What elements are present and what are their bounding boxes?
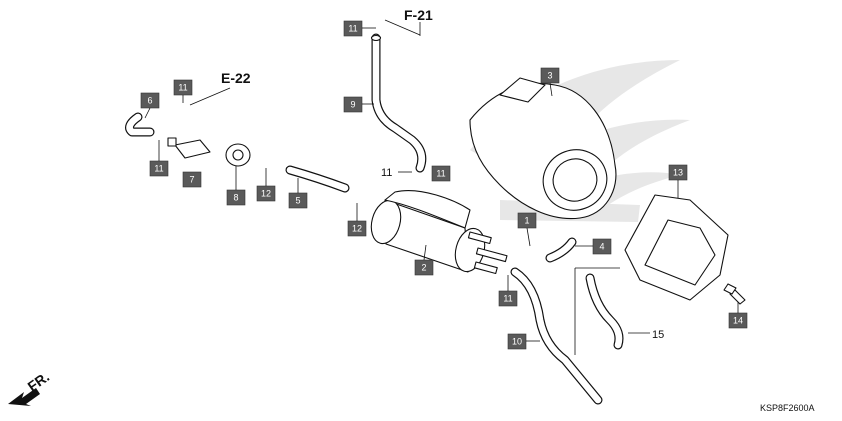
svg-text:7: 7 — [189, 175, 194, 185]
f21-leader — [384, 19, 421, 36]
svg-text:13: 13 — [673, 168, 683, 178]
callout-8: 8 — [226, 166, 246, 206]
svg-text:2: 2 — [421, 263, 426, 273]
svg-text:5: 5 — [295, 196, 300, 206]
callout-5: 5 — [288, 178, 308, 209]
svg-text:8: 8 — [233, 193, 238, 203]
hose-15 — [574, 267, 650, 355]
svg-text:1: 1 — [524, 216, 529, 226]
label-11-plain: 11 — [381, 167, 392, 179]
direction-label: FR. — [25, 368, 53, 394]
svg-text:3: 3 — [547, 71, 552, 81]
callout-10: 10 — [507, 333, 540, 350]
callout-11-top: 11 — [343, 20, 376, 37]
svg-text:14: 14 — [733, 316, 743, 326]
svg-text:11: 11 — [436, 169, 445, 179]
hose-4 — [545, 237, 577, 263]
front-direction-indicator: FR. — [8, 368, 52, 406]
grommet-8 — [225, 143, 251, 167]
hose-10 — [510, 267, 603, 405]
callout-11-lower: 11 — [498, 275, 518, 307]
callout-12-mid: 12 — [347, 203, 367, 237]
callout-6: 6 — [140, 92, 160, 119]
svg-text:6: 6 — [147, 96, 152, 106]
reference-f21: F-21 — [404, 7, 433, 23]
hose-9 — [370, 33, 427, 173]
svg-text:11: 11 — [154, 164, 163, 174]
svg-text:10: 10 — [512, 337, 522, 347]
housing-3 — [469, 77, 617, 220]
svg-text:4: 4 — [599, 242, 604, 252]
bolt-14 — [723, 283, 746, 305]
filter-7 — [167, 137, 211, 159]
callout-13: 13 — [668, 164, 688, 198]
reference-e22: E-22 — [221, 70, 251, 86]
canister — [370, 190, 508, 275]
svg-text:12: 12 — [261, 189, 271, 199]
callout-12-left: 12 — [256, 168, 276, 202]
callout-4: 4 — [575, 238, 612, 255]
callout-3: 3 — [540, 67, 560, 97]
callout-14: 14 — [728, 302, 748, 329]
callout-7: 7 — [182, 171, 202, 188]
callout-1: 1 — [517, 212, 537, 247]
e22-leader — [189, 87, 231, 106]
callout-9: 9 — [343, 96, 374, 113]
svg-text:11: 11 — [178, 83, 187, 93]
cover-13 — [624, 194, 729, 301]
svg-text:11: 11 — [348, 24, 357, 34]
hose-5 — [285, 165, 350, 193]
svg-text:12: 12 — [352, 224, 362, 234]
label-15: 15 — [652, 329, 664, 341]
callout-2: 2 — [414, 244, 434, 276]
callout-11-e22: 11 — [173, 79, 193, 103]
callout-11-left: 11 — [149, 140, 169, 177]
svg-text:11: 11 — [503, 294, 512, 304]
hose-6 — [125, 112, 155, 137]
svg-text:9: 9 — [350, 100, 355, 110]
drawing-code: KSP8F2600A — [760, 403, 815, 413]
callout-11-mid: 11 — [431, 165, 451, 182]
